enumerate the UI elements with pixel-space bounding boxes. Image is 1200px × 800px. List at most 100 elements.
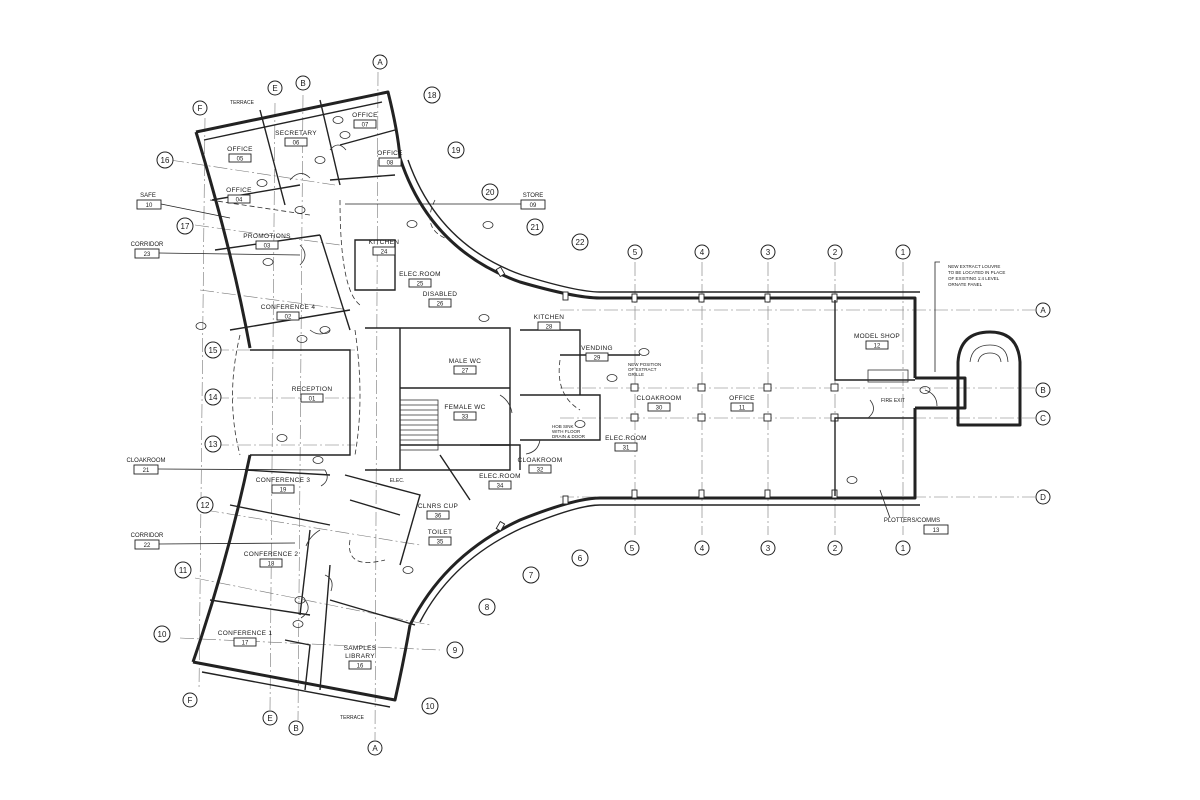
svg-text:3: 3 — [766, 248, 771, 257]
svg-text:KITCHEN: KITCHEN — [369, 239, 400, 246]
grid-lines — [169, 71, 1035, 741]
svg-text:SAFE: SAFE — [140, 193, 156, 199]
svg-text:16: 16 — [161, 156, 170, 165]
door-swings — [289, 144, 938, 619]
svg-text:10: 10 — [146, 203, 153, 209]
svg-text:33: 33 — [462, 415, 469, 421]
external-tags: SAFE 10 CORRIDOR 23 CLOAKROOM 21 CORRIDO… — [126, 193, 949, 550]
svg-text:19: 19 — [280, 488, 287, 494]
svg-text:ELEC.ROOM: ELEC.ROOM — [605, 435, 647, 442]
room-office-05: OFFICE 05 — [227, 146, 253, 163]
grid-bubble-F-bottom: F — [182, 692, 198, 708]
room-female-wc-33: FEMALE WC 33 — [444, 404, 485, 421]
svg-text:5: 5 — [633, 248, 638, 257]
grid-bubble-B-top: B — [295, 75, 311, 91]
svg-text:2: 2 — [833, 248, 838, 257]
svg-text:OFFICE: OFFICE — [226, 187, 252, 194]
grid-bubble-6-wing: 6 — [571, 549, 589, 567]
svg-text:DISABLED: DISABLED — [423, 291, 458, 298]
grid-bubble-5-top: 5 — [627, 244, 643, 260]
svg-text:C: C — [1040, 414, 1046, 423]
grid-bubble-C-right: C — [1035, 410, 1051, 426]
svg-text:CORRIDOR: CORRIDOR — [131, 533, 164, 539]
svg-text:OFFICE: OFFICE — [377, 150, 403, 157]
svg-text:22: 22 — [576, 238, 585, 247]
svg-text:05: 05 — [237, 157, 244, 163]
room-kitchen-28: KITCHEN 28 — [534, 314, 564, 331]
svg-text:11: 11 — [179, 566, 188, 575]
room-office-04: OFFICE 04 — [226, 187, 252, 204]
grid-bubble-4-top: 4 — [694, 244, 710, 260]
svg-text:28: 28 — [546, 325, 553, 331]
svg-text:OF EXISTING 1:4 LEVEL: OF EXISTING 1:4 LEVEL — [948, 276, 1000, 281]
room-conference-2-18: CONFERENCE 2 18 — [244, 551, 299, 568]
svg-text:17: 17 — [242, 641, 249, 647]
svg-text:F: F — [188, 696, 193, 705]
grid-bubble-16-left: 16 — [156, 151, 174, 169]
grid-bubble-12-left: 12 — [196, 496, 214, 514]
room-cloakroom-32: CLOAKROOM 32 — [518, 457, 563, 474]
grid-bubbles: F E B A F E B A A B C D 5 4 3 2 1 5 4 3 … — [153, 54, 1051, 756]
svg-text:CONFERENCE 3: CONFERENCE 3 — [256, 477, 311, 484]
svg-text:35: 35 — [437, 540, 444, 546]
grid-bubble-15-left: 15 — [204, 341, 222, 359]
svg-text:3: 3 — [766, 544, 771, 553]
svg-text:9: 9 — [453, 646, 458, 655]
svg-text:2: 2 — [833, 544, 838, 553]
svg-text:NEW EXTRACT LOUVRE: NEW EXTRACT LOUVRE — [948, 264, 1000, 269]
tag-store-09: STORE 09 — [345, 193, 546, 210]
svg-text:31: 31 — [623, 446, 630, 452]
room-model-shop-12: MODEL SHOP 12 — [854, 333, 900, 350]
svg-text:ELEC.ROOM: ELEC.ROOM — [479, 473, 521, 480]
grid-bubble-21-wing: 21 — [526, 218, 544, 236]
svg-text:E: E — [272, 84, 277, 93]
room-samples-library-16: SAMPLES LIBRARY 16 — [344, 645, 377, 670]
grid-bubble-4-bottom: 4 — [694, 540, 710, 556]
svg-text:PLOTTERS/COMMS: PLOTTERS/COMMS — [884, 518, 940, 524]
svg-text:1: 1 — [901, 544, 906, 553]
terrace-label-top: TERRACE — [230, 100, 255, 106]
room-office-07: OFFICE 07 — [352, 112, 378, 129]
svg-text:GRILLE: GRILLE — [628, 372, 644, 377]
grid-bubble-F-top: F — [192, 100, 208, 116]
svg-text:CONFERENCE 1: CONFERENCE 1 — [218, 630, 273, 637]
svg-text:12: 12 — [201, 501, 210, 510]
svg-text:10: 10 — [158, 630, 167, 639]
louvre-note: NEW EXTRACT LOUVRE TO BE LOCATED IN PLAC… — [934, 261, 1005, 372]
svg-text:08: 08 — [387, 161, 394, 167]
svg-text:A: A — [372, 744, 378, 753]
terrace-label-bottom: TERRACE — [340, 715, 365, 721]
svg-text:A: A — [1040, 306, 1046, 315]
grid-bubble-17-left: 17 — [176, 217, 194, 235]
svg-text:MALE WC: MALE WC — [449, 358, 481, 365]
room-office-08: OFFICE 08 — [377, 150, 403, 167]
svg-text:CLOAKROOM: CLOAKROOM — [126, 458, 165, 464]
svg-text:8: 8 — [485, 603, 490, 612]
tag-plotters-comms-13: PLOTTERS/COMMS 13 — [879, 489, 949, 535]
svg-text:CONFERENCE 2: CONFERENCE 2 — [244, 551, 299, 558]
room-elec-room-25: ELEC.ROOM 25 — [399, 271, 440, 288]
tag-safe-10: SAFE 10 — [136, 193, 231, 219]
svg-text:26: 26 — [437, 302, 444, 308]
svg-text:DRAIN & DOOR: DRAIN & DOOR — [552, 434, 586, 439]
svg-text:TO BE LOCATED IN PLACE: TO BE LOCATED IN PLACE — [948, 270, 1005, 275]
room-toilet-35: TOILET 35 — [428, 529, 452, 546]
svg-text:32: 32 — [537, 468, 544, 474]
grid-bubble-20-wing: 20 — [481, 183, 499, 201]
grid-bubble-7-wing: 7 — [522, 566, 540, 584]
svg-text:21: 21 — [531, 223, 540, 232]
svg-text:02: 02 — [285, 315, 292, 321]
svg-text:13: 13 — [209, 440, 218, 449]
grid-bubble-8-wing: 8 — [478, 598, 496, 616]
structural-columns — [630, 383, 839, 422]
svg-text:F: F — [198, 104, 203, 113]
svg-text:NEW POSITION: NEW POSITION — [628, 362, 661, 367]
tag-corridor-23: CORRIDOR 23 — [131, 242, 301, 259]
grid-bubble-A-top: A — [372, 54, 388, 70]
grid-bubble-E-bottom: E — [262, 710, 278, 726]
fire-exit-label: FIRE EXIT — [881, 398, 905, 404]
annotations: TERRACE TERRACE NEW EXTRACT LOUVRE TO BE… — [230, 100, 1005, 721]
svg-text:20: 20 — [486, 188, 495, 197]
svg-text:34: 34 — [497, 484, 504, 490]
svg-text:E: E — [267, 714, 272, 723]
